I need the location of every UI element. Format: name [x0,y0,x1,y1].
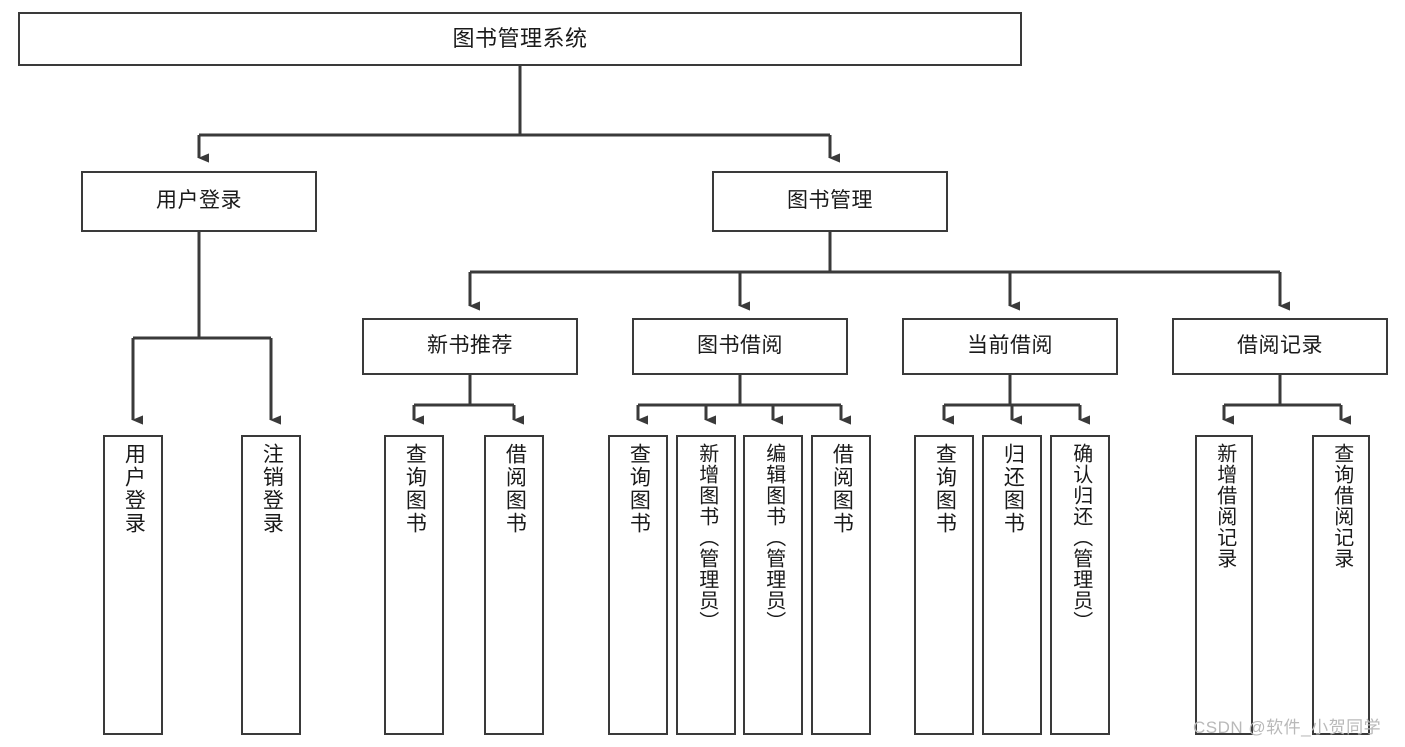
node-book-borrow-label: 图书借阅 [697,334,783,358]
node-leaf-logout-label: 注销登录 [260,443,284,535]
node-book-manage[interactable]: 图书管理 [712,171,948,232]
node-user-login[interactable]: 用户登录 [81,171,317,232]
node-book-borrow[interactable]: 图书借阅 [632,318,848,375]
node-leaf-query-book-3-label: 查询图书 [933,443,957,535]
node-leaf-query-book-3[interactable]: 查询图书 [914,435,974,735]
node-leaf-add-book-label: 新增图书（管理员） [695,443,718,632]
node-leaf-add-record[interactable]: 新增借阅记录 [1195,435,1253,735]
node-leaf-return-book-label: 归还图书 [1001,443,1025,535]
node-leaf-add-record-label: 新增借阅记录 [1213,443,1236,569]
node-leaf-borrow-book-2-label: 借阅图书 [830,443,854,535]
node-current-borrow-label: 当前借阅 [967,334,1053,358]
node-leaf-return-book[interactable]: 归还图书 [982,435,1042,735]
node-root[interactable]: 图书管理系统 [18,12,1022,66]
node-leaf-query-book-1[interactable]: 查询图书 [384,435,444,735]
node-book-manage-label: 图书管理 [787,189,873,213]
node-leaf-user-login[interactable]: 用户登录 [103,435,163,735]
node-new-book-recommend[interactable]: 新书推荐 [362,318,578,375]
node-root-label: 图书管理系统 [452,26,588,52]
node-leaf-confirm-return[interactable]: 确认归还（管理员） [1050,435,1110,735]
node-leaf-edit-book[interactable]: 编辑图书（管理员） [743,435,803,735]
node-new-book-recommend-label: 新书推荐 [427,334,513,358]
node-current-borrow[interactable]: 当前借阅 [902,318,1118,375]
node-leaf-borrow-book-1-label: 借阅图书 [503,443,527,535]
node-leaf-borrow-book-2[interactable]: 借阅图书 [811,435,871,735]
node-leaf-borrow-book-1[interactable]: 借阅图书 [484,435,544,735]
node-leaf-query-record[interactable]: 查询借阅记录 [1312,435,1370,735]
watermark-text: CSDN @软件_小贺同学 [1193,718,1382,737]
node-borrow-record[interactable]: 借阅记录 [1172,318,1388,375]
node-leaf-confirm-return-label: 确认归还（管理员） [1069,443,1092,632]
node-leaf-logout[interactable]: 注销登录 [241,435,301,735]
node-leaf-edit-book-label: 编辑图书（管理员） [762,443,785,632]
node-leaf-query-book-1-label: 查询图书 [403,443,427,535]
node-leaf-query-book-2[interactable]: 查询图书 [608,435,668,735]
node-leaf-query-record-label: 查询借阅记录 [1330,443,1353,569]
node-leaf-add-book[interactable]: 新增图书（管理员） [676,435,736,735]
node-leaf-user-login-label: 用户登录 [122,443,146,535]
node-borrow-record-label: 借阅记录 [1237,334,1323,358]
node-user-login-label: 用户登录 [156,189,242,213]
node-leaf-query-book-2-label: 查询图书 [627,443,651,535]
